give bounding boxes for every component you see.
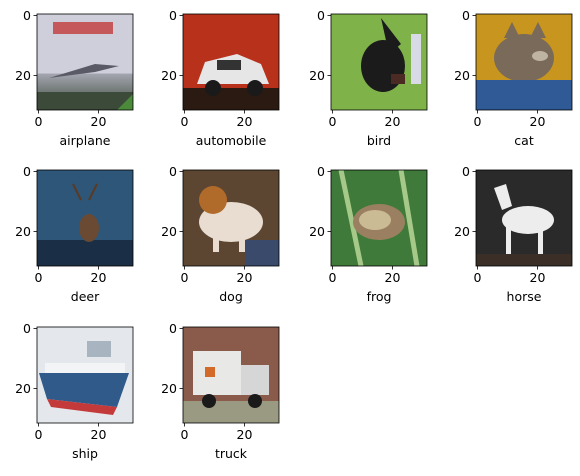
- panel-deer: 0 0 20 20 deer: [15, 164, 134, 304]
- bird-thumbnail: [331, 14, 427, 110]
- class-label: frog: [367, 289, 392, 304]
- x-tick-label: 0: [35, 114, 43, 129]
- class-label: cat: [514, 133, 534, 148]
- x-tick-label: 20: [91, 427, 107, 442]
- x-tick-label: 20: [530, 270, 546, 285]
- ship-thumbnail: [37, 327, 133, 423]
- x-tick-label: 20: [237, 427, 253, 442]
- y-tick-label: 0: [462, 8, 470, 23]
- x-tick-label: 20: [385, 114, 401, 129]
- x-tick-label: 0: [181, 270, 189, 285]
- x-tick-label: 0: [35, 270, 43, 285]
- class-label: deer: [71, 289, 100, 304]
- dog-thumbnail: [183, 170, 279, 266]
- deer-thumbnail: [37, 170, 133, 266]
- x-tick-label: 0: [474, 114, 482, 129]
- axes-frame: [330, 169, 428, 267]
- x-tick-label: 0: [329, 114, 337, 129]
- panel-truck: 0 0 20 20 truck: [161, 321, 280, 461]
- x-tick-label: 0: [474, 270, 482, 285]
- x-tick-label: 0: [35, 427, 43, 442]
- y-tick-label: 0: [462, 164, 470, 179]
- y-tick-label: 20: [309, 68, 325, 83]
- class-label: horse: [507, 289, 542, 304]
- cat-thumbnail: [476, 14, 572, 110]
- y-tick-label: 20: [161, 224, 177, 239]
- truck-thumbnail: [183, 327, 279, 423]
- x-tick-label: 0: [181, 114, 189, 129]
- panel-horse: 0 0 20 20 horse: [454, 164, 573, 304]
- y-tick-label: 20: [161, 68, 177, 83]
- airplane-thumbnail: [37, 14, 133, 110]
- axes-frame: [475, 13, 573, 111]
- x-tick-label: 20: [237, 114, 253, 129]
- y-tick-label: 20: [454, 68, 470, 83]
- y-tick-label: 0: [169, 8, 177, 23]
- axes-frame: [182, 13, 280, 111]
- x-tick-label: 0: [329, 270, 337, 285]
- y-tick-label: 20: [15, 381, 31, 396]
- panel-dog: 0 0 20 20 dog: [161, 164, 280, 304]
- y-tick-label: 20: [15, 224, 31, 239]
- x-tick-label: 20: [237, 270, 253, 285]
- y-tick-label: 20: [161, 381, 177, 396]
- panel-bird: 0 0 20 20 bird: [309, 8, 428, 148]
- axes-frame: [36, 13, 134, 111]
- frog-thumbnail: [331, 170, 427, 266]
- class-label: truck: [215, 446, 248, 461]
- y-tick-label: 0: [317, 8, 325, 23]
- panel-automobile: 0 0 20 20 automobile: [161, 8, 280, 148]
- class-label: dog: [219, 289, 243, 304]
- y-tick-label: 0: [23, 164, 31, 179]
- y-tick-label: 0: [169, 164, 177, 179]
- x-tick-label: 0: [181, 427, 189, 442]
- x-tick-label: 20: [91, 114, 107, 129]
- x-tick-label: 20: [385, 270, 401, 285]
- x-tick-label: 20: [530, 114, 546, 129]
- axes-frame: [182, 169, 280, 267]
- axes-frame: [36, 169, 134, 267]
- y-tick-label: 20: [454, 224, 470, 239]
- class-label: automobile: [196, 133, 267, 148]
- y-tick-label: 0: [23, 321, 31, 336]
- y-tick-label: 20: [309, 224, 325, 239]
- axes-frame: [182, 326, 280, 424]
- panel-ship: 0 0 20 20 ship: [15, 321, 134, 461]
- panel-frog: 0 0 20 20 frog: [309, 164, 428, 304]
- class-label: bird: [367, 133, 391, 148]
- y-tick-label: 20: [15, 68, 31, 83]
- class-label: ship: [72, 446, 98, 461]
- axes-frame: [330, 13, 428, 111]
- y-tick-label: 0: [169, 321, 177, 336]
- horse-thumbnail: [476, 170, 572, 266]
- y-tick-label: 0: [23, 8, 31, 23]
- axes-frame: [475, 169, 573, 267]
- axes-frame: [36, 326, 134, 424]
- automobile-thumbnail: [183, 14, 279, 110]
- panel-airplane: 0 0 20 20 airplane: [15, 8, 134, 148]
- y-tick-label: 0: [317, 164, 325, 179]
- x-tick-label: 20: [91, 270, 107, 285]
- panel-cat: 0 0 20 20 cat: [454, 8, 573, 148]
- class-label: airplane: [60, 133, 111, 148]
